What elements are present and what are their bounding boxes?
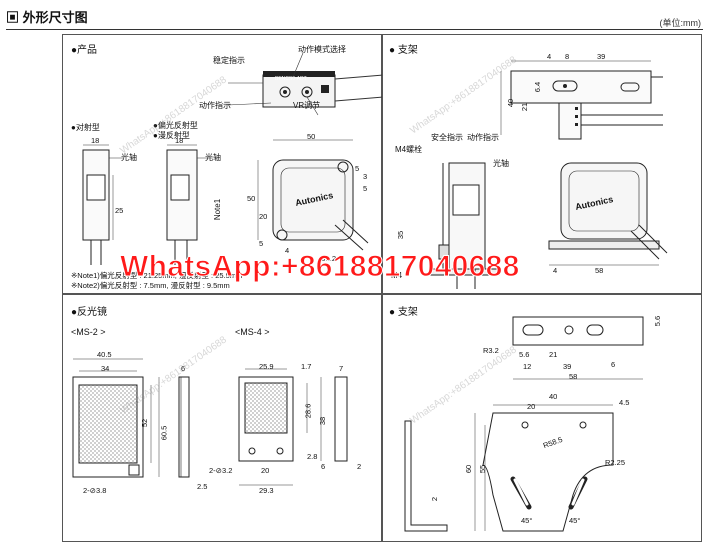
dim-58: 58 <box>569 372 578 381</box>
dim-21: 21 <box>549 350 558 359</box>
dim-39: 39 <box>597 52 606 61</box>
m4-bolt-label: M4螺栓 <box>395 145 423 154</box>
watermark-banner: WhatsApp:+8618817040688 <box>120 250 520 284</box>
dim-5a: 5 <box>259 239 264 248</box>
product-title: ●产品 <box>71 45 98 56</box>
dim-6: 6 <box>611 360 616 369</box>
dim-18a: 18 <box>91 136 100 145</box>
optical-axis-label-2: 光轴 <box>205 153 221 162</box>
dim-3: 3 <box>363 172 368 181</box>
radius-2-25: R2.25 <box>605 458 626 467</box>
dim-4: 4 <box>547 52 552 61</box>
dim-40: 40 <box>506 98 516 108</box>
dim-2-8: 2.8 <box>307 452 318 461</box>
m4-label: M4 <box>391 271 403 280</box>
safety-indicator-label: 安全指示 <box>431 133 463 142</box>
note-1: ※Note1)偏光反射型 : 21.25mm, 漫反射型 : 25.5mm <box>71 271 243 280</box>
dim-34: 34 <box>101 364 110 373</box>
reflector-drawing <box>72 358 348 486</box>
dim-8: 8 <box>565 52 570 61</box>
dim-28-6: 28.6 <box>303 403 313 419</box>
page-title: ▣ 外形尺寸图 <box>6 10 88 25</box>
dim-5-6b: 5.6 <box>519 350 530 359</box>
panel-product: ●产品 <box>62 34 384 294</box>
mounting-hole-ms2: 2-⊘3.8 <box>83 486 107 495</box>
retro-type-label: ●漫反射型 <box>153 131 190 140</box>
action-indicator-label: 动作指示 <box>467 133 499 142</box>
dim-2: 2 <box>357 462 362 471</box>
panel-bracket-2: ● 支架 R3.2 5.6 5.6 21 12 39 58 6 40 20 4.… <box>382 294 702 542</box>
header: ▣ 外形尺寸图 (单位:mm) <box>0 0 709 30</box>
unit-label: (单位:mm) <box>659 18 702 28</box>
dim-2-5: 2.5 <box>197 482 208 491</box>
dim-4: 4 <box>285 246 290 255</box>
bracket2-title: ● 支架 <box>389 307 418 318</box>
note-2: ※Note2)偏光反射型 : 7.5mm, 漫反射型 : 9.5mm <box>71 281 230 290</box>
vr-adjust-label: VR调节 <box>293 101 321 110</box>
polar-type-label: ●偏光反射型 <box>153 121 198 130</box>
dim-5-6a: 5.6 <box>653 315 663 327</box>
dim-60: 60 <box>464 464 474 474</box>
bracket2-drawing <box>404 316 644 532</box>
dim-29-3: 29.3 <box>259 486 274 495</box>
dim-21: 21 <box>520 102 530 112</box>
dim-6-4: 6.4 <box>533 81 543 93</box>
dim-cable: ø2.2 <box>321 254 337 263</box>
dim-12: 12 <box>523 362 532 371</box>
ms2-label: <MS-2 > <box>71 327 106 337</box>
bracket1-drawing <box>430 60 668 289</box>
dim-50-height: 50 <box>247 194 256 203</box>
dim-25: 25 <box>115 206 124 215</box>
dim-20: 20 <box>261 466 270 475</box>
dim-38: 38 <box>318 416 328 426</box>
dim-4-5: 4.5 <box>619 398 630 407</box>
dim-55: 55 <box>478 464 488 474</box>
bracket1-title: ● 支架 <box>389 45 418 56</box>
dim-18b: 18 <box>175 136 184 145</box>
dim-6: 6 <box>181 364 186 373</box>
dim-39: 39 <box>563 362 572 371</box>
through-type-label: ●对射型 <box>71 123 100 132</box>
stable-indicator-label: 稳定指示 <box>213 56 245 65</box>
dim-58: 58 <box>595 266 604 275</box>
mode-select-label: 动作模式选择 <box>298 45 346 54</box>
optical-axis-label-1: 光轴 <box>121 153 137 162</box>
dim-60-5: 60.5 <box>159 425 169 441</box>
radius-3-2: R3.2 <box>483 346 499 355</box>
angle-45b: 45° <box>569 516 581 525</box>
action-indicator-label: 动作指示 <box>199 101 231 110</box>
dim-7: 7 <box>339 364 344 373</box>
dim-50-width: 50 <box>307 132 316 141</box>
header-divider <box>6 29 703 30</box>
reflector-title: ●反光镜 <box>71 307 108 318</box>
angle-45a: 45° <box>521 516 533 525</box>
dim-40: 40 <box>549 392 558 401</box>
dim-40-5: 40.5 <box>97 350 112 359</box>
mounting-hole-ms4: 2-⊘3.2 <box>209 466 233 475</box>
model-text: BENCS0-ADT <box>275 76 307 82</box>
panel-bracket-1: ● 支架 4 8 39 40 21 6.4 M4螺栓 <box>382 34 702 294</box>
dim-4b: 4 <box>553 266 558 275</box>
dim-52: 52 <box>140 418 150 428</box>
optical-axis-label: 光轴 <box>493 159 509 168</box>
ms4-label: <MS-4 > <box>235 327 270 337</box>
dim-5c: 5 <box>363 184 368 193</box>
page-title-text: 外形尺寸图 <box>22 10 88 25</box>
dim-6b: 6 <box>321 462 326 471</box>
dim-2: 2 <box>430 496 440 502</box>
dim-5b: 5 <box>355 164 360 173</box>
product-drawing <box>82 52 384 265</box>
dim-1-7: 1.7 <box>301 362 312 371</box>
dim-25-9: 25.9 <box>259 362 274 371</box>
note1-side-label: Note1 <box>213 198 223 221</box>
dim-35: 35 <box>396 230 406 240</box>
dim-20: 20 <box>259 212 268 221</box>
panel-reflector: ●反光镜 <MS-2 > <MS-4 > 40.5 34 52 60.5 <box>62 294 382 542</box>
dim-20: 20 <box>527 402 536 411</box>
